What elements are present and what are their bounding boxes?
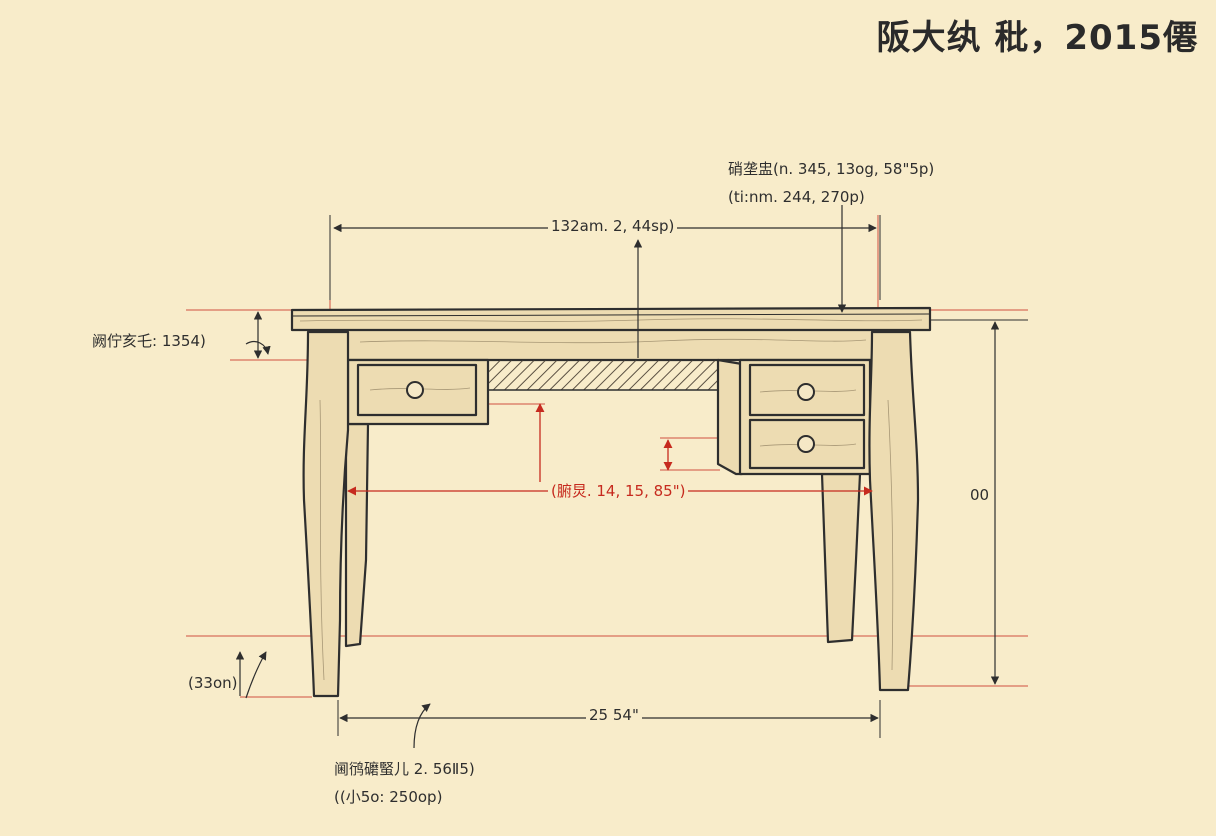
bottom-note-line-1: 阃鸻礳蜸儿 2. 56Ⅱ5) — [334, 760, 475, 778]
front-right-leg — [868, 330, 920, 692]
left-top-label: 阙佇亥乇: 1354) — [92, 332, 206, 350]
top-note-line-1: 硝垄盅(n. 345, 13og, 58"5p) — [728, 160, 935, 178]
drawer-knobs — [406, 381, 815, 453]
left-bottom-label: (33on) — [188, 674, 238, 692]
drawing-title: 阪大纨 秕，2015僊 — [876, 18, 1198, 58]
knob-right-bottom — [797, 435, 815, 453]
bottom-note-leader — [413, 703, 431, 749]
apron — [308, 326, 910, 362]
table-top — [290, 306, 932, 332]
extension-lines — [329, 215, 1028, 738]
bottom-note-line-2: ((小5o: 250op) — [334, 788, 443, 806]
front-left-leg — [302, 330, 350, 698]
inner-red-label: (腑炅. 14, 15, 85") — [548, 482, 689, 500]
knee-space-hatch — [485, 359, 719, 391]
knob-left — [406, 381, 424, 399]
left-top-leader — [245, 341, 271, 355]
right-height-label: 00 — [970, 486, 990, 504]
top-note-line-2: (ti:nm. 244, 270p) — [728, 188, 865, 206]
knob-right-top — [797, 383, 815, 401]
back-right-leg — [820, 472, 862, 644]
desk — [290, 306, 932, 698]
bottom-width-label: 25 54" — [586, 706, 642, 724]
left-bottom-leader — [245, 651, 267, 699]
top-width-label: 132am. 2, 44sp) — [548, 217, 678, 235]
right-drawer-box — [716, 358, 744, 476]
back-left-leg — [344, 422, 370, 648]
wood-grain — [299, 318, 923, 681]
